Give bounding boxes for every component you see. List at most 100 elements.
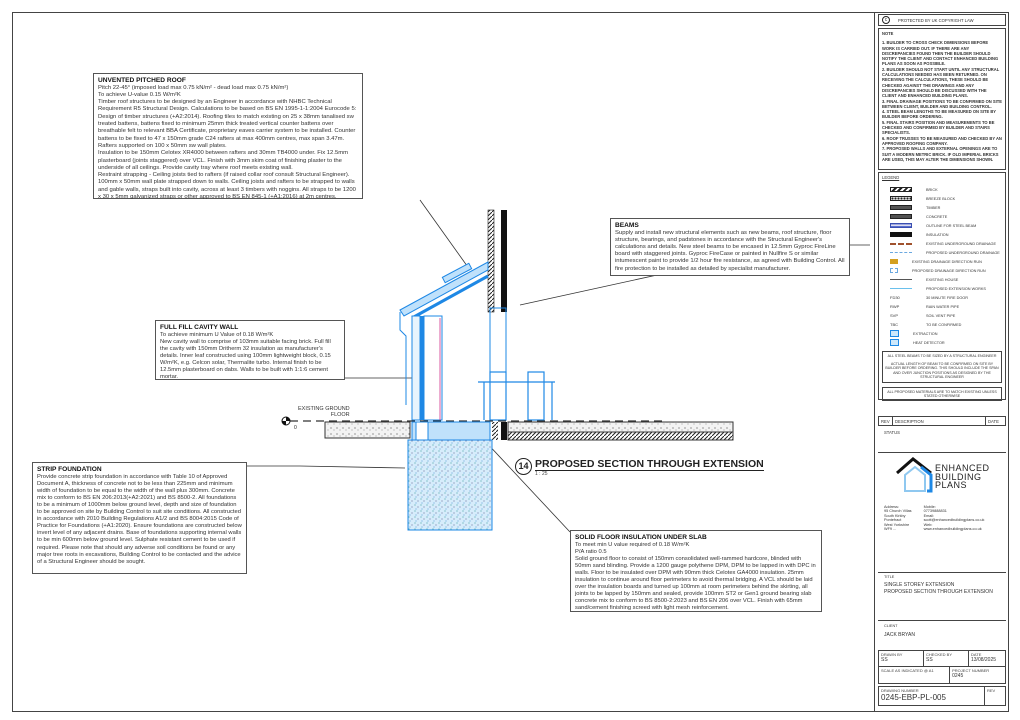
legend-label: TIMBER	[926, 205, 941, 210]
company-contact: Address:95 Church Villas South Kirkby Po…	[884, 505, 984, 531]
legend-label: PROPOSED UNDERGROUND DRAINAGE	[926, 250, 1000, 255]
description-header: DESCRIPTION	[895, 419, 924, 424]
notes-text: 1. BUILDER TO CROSS CHECK DIMENSIONS BEF…	[882, 40, 1002, 162]
exhouse-symbol-icon	[890, 279, 912, 280]
scale-label: SCALE AS INDICATED @ A1	[879, 667, 951, 683]
legend-item: BREEZE BLOCK	[882, 194, 1002, 203]
ground-label: EXISTING GROUND FLOOR	[298, 406, 350, 418]
legend-item: EXISTING HOUSE	[882, 275, 1002, 284]
legend-label: LEGEND	[882, 175, 900, 180]
drawing-number-label: DRAWING NUMBER	[881, 688, 919, 693]
web-label: Web:	[923, 522, 933, 527]
floor-label: FLOOR	[330, 412, 350, 418]
timber-symbol-icon	[890, 205, 912, 210]
legend-item: PROPOSED EXTENSION WORKS	[882, 284, 1002, 293]
note-unvented-pitched-roof: UNVENTED PITCHED ROOF Pitch 22-45° (impo…	[93, 73, 363, 201]
prworks-symbol-icon	[890, 288, 912, 289]
section-scale: 1 : 25	[535, 471, 548, 477]
legend-item: RWP RAIN WATER PIPE	[882, 302, 1002, 311]
block-symbol-icon	[890, 196, 912, 201]
mobile-label: Mobile:	[923, 505, 936, 509]
note-full-fill-cavity-wall: FULL FILL CAVITY WALL To achieve minimum…	[155, 320, 345, 380]
legend-label: SOIL VENT PIPE	[926, 313, 956, 318]
address-label: Address:	[884, 505, 899, 509]
legend-abbreviation: FD30	[890, 295, 900, 300]
address: 95 Church Villas South Kirkby Pontefract…	[884, 509, 912, 532]
insulation-symbol-icon	[890, 232, 912, 237]
steel-note-2: ACTUAL LENGTH OF BEAM TO BE CONFIRMED ON…	[885, 361, 999, 380]
mobile: 07739888831	[923, 509, 947, 514]
notes-box: NOTE 1. BUILDER TO CROSS CHECK DIMENSION…	[878, 28, 1006, 170]
note-title: STRIP FOUNDATION	[37, 466, 102, 473]
legend-item: INSULATION	[882, 230, 1002, 239]
note-solid-floor-insulation: SOLID FLOOR INSULATION UNDER SLAB To mee…	[570, 530, 822, 612]
legend-item: OUTLINE FOR STEEL BEAM	[882, 221, 1002, 230]
legend-abbreviation: TBC	[890, 322, 898, 327]
title-block: c PROTECTED BY UK COPYRIGHT LAW NOTE 1. …	[874, 12, 1009, 712]
exdrain-symbol-icon	[890, 242, 912, 245]
heat-symbol-icon	[890, 339, 899, 346]
legend-item: PROPOSED DRAINAGE DIRECTION RUN	[882, 266, 1002, 275]
legend-label: HEAT DETECTOR	[913, 340, 945, 345]
email-label: Email:	[923, 513, 935, 518]
steel-symbol-icon	[890, 223, 912, 228]
section-number: 14	[515, 458, 532, 475]
legend-item: EXTRACTION	[882, 329, 1002, 338]
title-line: SINGLE STOREY EXTENSION	[884, 582, 955, 588]
date-label: DATE	[971, 652, 982, 657]
legend-item: BRICK	[882, 185, 1002, 194]
materials-note: ALL PROPOSED MATERIALS ARE TO MATCH EXIS…	[882, 386, 1002, 401]
sheet-border	[12, 12, 1009, 712]
legend-label: EXTRACTION	[913, 331, 938, 336]
prrun-symbol-icon	[890, 268, 898, 273]
note-body: Provide concrete strip foundation in acc…	[37, 473, 242, 565]
legend-label: INSULATION	[926, 232, 949, 237]
prdrain-symbol-icon	[890, 252, 912, 253]
note-title: BEAMS	[615, 222, 639, 229]
steel-note-1: ALL STEEL BEAMS TO BE SIZED BY A STRUCTU…	[887, 354, 997, 358]
date-value: 13/08/2025	[971, 657, 997, 663]
legend-label: CONCRETE	[926, 214, 948, 219]
steel-beam-note: ALL STEEL BEAMS TO BE SIZED BY A STRUCTU…	[882, 351, 1002, 383]
client-label: CLIENT	[884, 624, 898, 628]
legend-label: EXISTING UNDERGROUND DRAINAGE	[926, 241, 997, 246]
note-beams: BEAMS Supply and install new structural …	[610, 218, 850, 276]
note-body: Pitch 22-45° (imposed load max 0.75 kN/m…	[98, 84, 357, 201]
drawn-by: SS	[881, 657, 888, 663]
brick-symbol-icon	[890, 187, 912, 192]
drawn-by-label: DRAWN BY	[881, 652, 903, 657]
copyright-icon: c	[882, 16, 890, 24]
extract-symbol-icon	[890, 330, 899, 337]
client-name: JACK BRYAN	[884, 632, 915, 638]
rev-label: REV	[987, 688, 996, 693]
legend-item: HEAT DETECTOR	[882, 338, 1002, 347]
project-number: 0245	[952, 673, 964, 679]
legend-item: CONCRETE	[882, 212, 1002, 221]
legend-abbreviation: RWP	[890, 304, 900, 309]
title-label: TITLE	[884, 575, 895, 579]
note-title: SOLID FLOOR INSULATION UNDER SLAB	[575, 534, 707, 541]
section-drawing	[247, 199, 870, 533]
legend-label: EXISTING DRAINAGE DIRECTION RUN	[912, 259, 982, 264]
revision-header: REV DESCRIPTION DATE	[878, 416, 1006, 426]
legend-label: RAIN WATER PIPE	[926, 304, 960, 309]
note-title: FULL FILL CAVITY WALL	[160, 324, 239, 331]
company-name-line: PLANS	[935, 480, 968, 490]
note-strip-foundation: STRIP FOUNDATION Provide concrete strip …	[32, 462, 247, 574]
checked-by-label: CHECKED BY	[926, 652, 953, 657]
legend-item: EXISTING UNDERGROUND DRAINAGE	[882, 239, 1002, 248]
note-body: To achieve minimum U Value of 0.18 W/m²K…	[160, 331, 331, 380]
checked-by: SS	[926, 657, 933, 663]
section-title: PROPOSED SECTION THROUGH EXTENSION	[535, 458, 764, 471]
copyright-box: c PROTECTED BY UK COPYRIGHT LAW	[878, 14, 1006, 26]
level-value: 0	[294, 425, 297, 431]
